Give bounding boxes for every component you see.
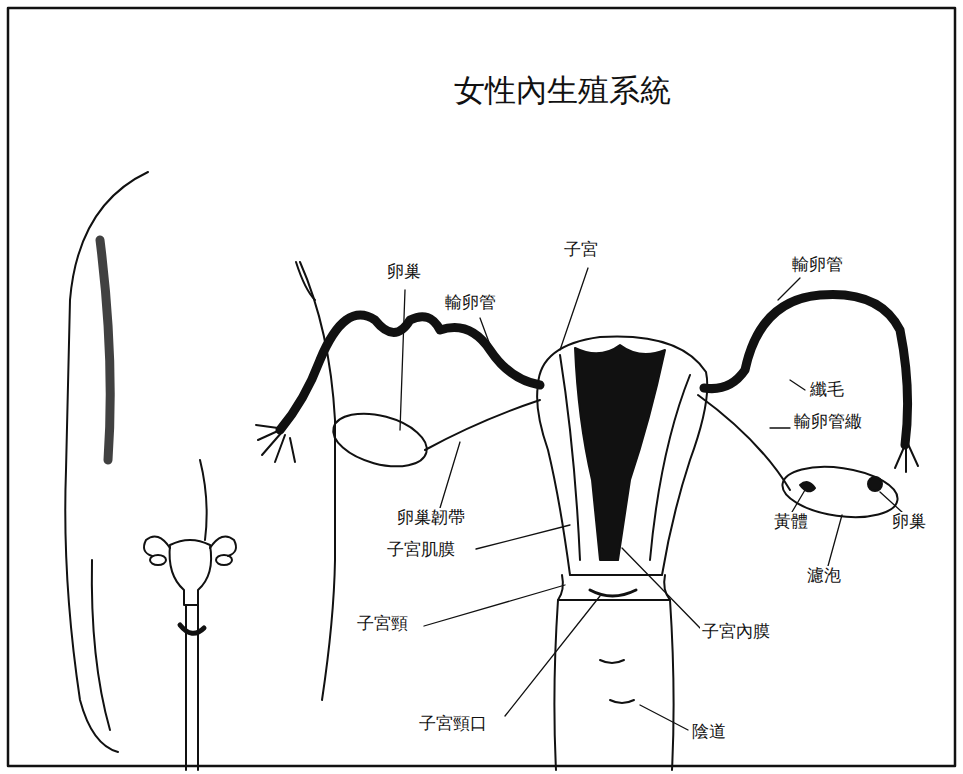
fimbriae [895, 444, 918, 472]
part-label: 輸卵管 [790, 255, 845, 275]
part-label: 卵巢韌帶 [395, 508, 467, 528]
title: 女性內生殖系統 [454, 70, 671, 112]
cervical-os [590, 590, 636, 596]
part-label: 子宮 [562, 240, 600, 260]
part-label: 纖毛 [808, 380, 846, 400]
shading [180, 625, 204, 633]
corpus-luteum [800, 482, 815, 491]
part-label: 子宮頸口 [417, 714, 489, 734]
uterine-cavity [575, 345, 665, 560]
ovarian-ligament [425, 400, 540, 450]
part-label: 子宮內膜 [700, 622, 772, 642]
right-fallopian-tube [704, 294, 908, 445]
follicle [868, 477, 882, 491]
arm-line [92, 560, 110, 730]
torso-outline [296, 262, 315, 300]
left-fallopian-tube [280, 315, 540, 430]
ovary-icon [216, 555, 232, 565]
vagina [554, 600, 673, 770]
leader-lines [400, 268, 902, 730]
vagina-texture [600, 660, 634, 703]
tube-icon [144, 536, 170, 556]
fimbriae [256, 425, 295, 462]
ovary-icon [150, 555, 166, 565]
part-label: 卵巢 [890, 512, 928, 532]
ovarian-ligament [698, 395, 790, 490]
part-label: 輸卵管繖 [792, 412, 864, 432]
uterus-outline [537, 336, 707, 575]
part-label: 子宮肌膜 [385, 540, 457, 560]
navel-line [200, 460, 207, 540]
tube-icon [210, 536, 236, 556]
torso-outline [65, 172, 148, 752]
shading [100, 240, 110, 460]
part-label: 卵巢 [385, 262, 423, 282]
part-label: 輸卵管 [443, 293, 498, 313]
left-ovary [327, 404, 432, 475]
frame [8, 8, 955, 766]
part-label: 濾泡 [805, 566, 843, 586]
part-label: 陰道 [690, 722, 728, 742]
torso-outline [300, 262, 335, 700]
part-label: 黃體 [772, 512, 810, 532]
cervix [558, 575, 670, 600]
part-label: 子宮頸 [355, 614, 410, 634]
myometrium-line [560, 355, 690, 560]
uterus-icon [170, 540, 212, 605]
